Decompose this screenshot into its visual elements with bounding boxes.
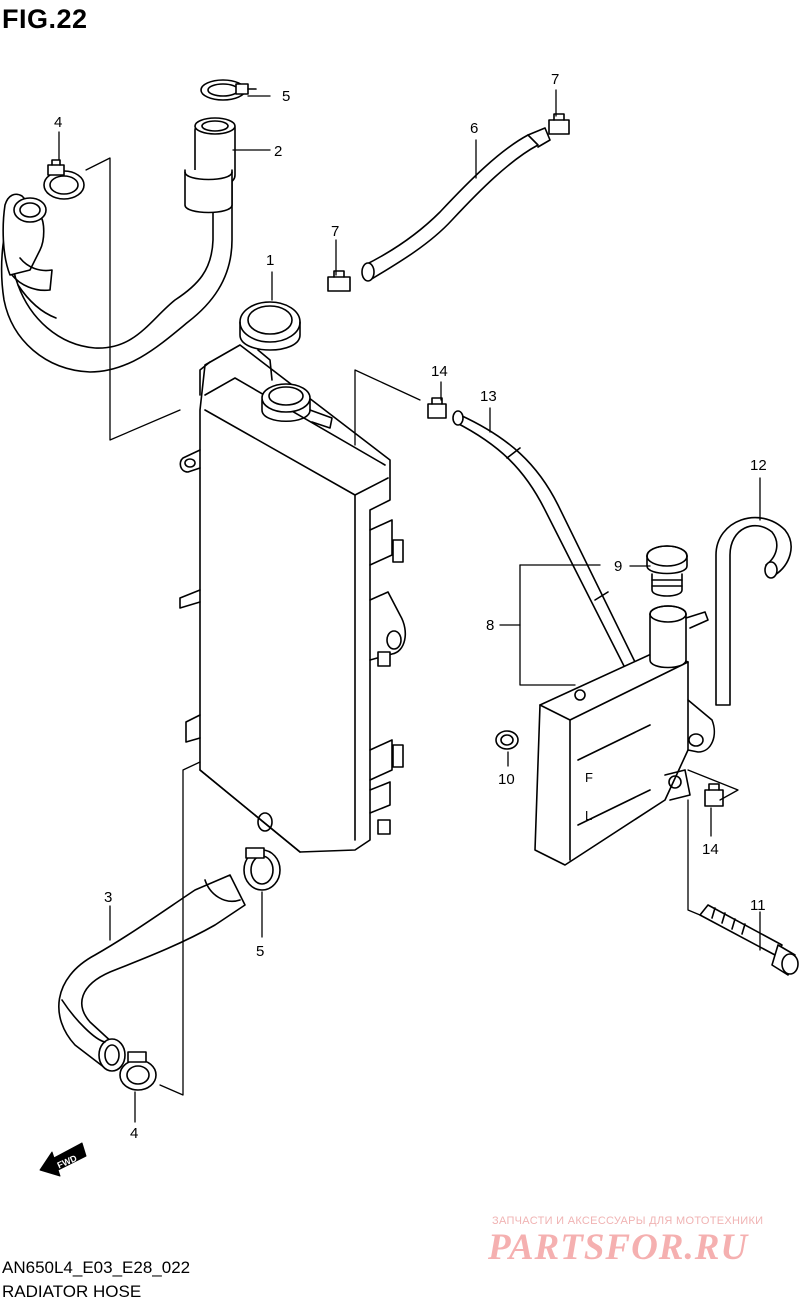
leader-lines [58,89,761,1123]
callout-6: 6 [470,120,478,137]
reservoir-inlet-hose [452,410,636,669]
grommet [495,730,519,750]
callout-4-upper: 4 [54,114,62,131]
mounting-bolt [699,904,799,976]
reservoir-cap [646,545,688,597]
callout-10: 10 [498,771,515,788]
radiator [179,344,407,853]
guide-lines-lower [159,761,201,1096]
callout-5-upper: 5 [282,88,290,105]
callout-13: 13 [480,388,497,405]
callout-7-upper: 7 [551,71,559,88]
hose-clamp-lower-left [119,1051,157,1091]
guide-lines-upper [85,157,181,441]
filler-neck [257,349,333,429]
hose-clamp-upper-left [43,159,85,200]
figure-name: RADIATOR HOSE [2,1282,142,1301]
hose-clamp-overflow-upper [548,113,570,135]
hose-clamp-overflow-lower [327,270,351,292]
callout-2: 2 [274,143,282,160]
callout-12: 12 [750,457,767,474]
callout-14-lower: 14 [702,841,719,858]
figure-title: FIG.22 [2,4,88,34]
reservoir-tank [534,605,716,866]
fwd-arrow-icon: FWD [39,1142,87,1177]
radiator-cap [239,301,301,351]
model-code: AN650L4_E03_E28_022 [2,1258,191,1277]
hose-clamp-reservoir-upper [427,397,447,419]
callout-3: 3 [104,889,112,906]
guide-lines-middle [354,369,421,446]
callout-7-lower: 7 [331,223,339,240]
upper-radiator-hose [0,117,236,373]
watermark-brand: PARTSFOR.RU [488,1227,749,1268]
overflow-hose [361,127,551,282]
lower-radiator-hose [58,874,246,1072]
callout-11: 11 [750,897,766,914]
callout-numbers: 1 2 3 4 4 5 5 6 7 7 8 9 10 11 12 13 14 1… [54,71,767,1142]
callout-9: 9 [614,558,622,575]
callout-8: 8 [486,617,494,634]
callout-4-lower: 4 [130,1125,138,1142]
breather-hose [715,516,792,706]
hose-clamp-upper-right [200,79,257,101]
hose-clamp-reservoir-lower [704,783,724,807]
watermark-tagline: ЗАПЧАСТИ И АКСЕССУАРЫ ДЛЯ МОТОТЕХНИКИ [492,1215,764,1227]
hose-clamp-lower-right [243,847,281,891]
callout-14-upper: 14 [431,363,448,380]
guide-lines-tank [687,769,739,916]
callout-1: 1 [266,252,274,269]
tank-level-marks: F L [585,770,593,823]
tank-mark-full: F [585,770,593,785]
callout-5-lower: 5 [256,943,264,960]
tank-mark-low: L [585,808,592,823]
